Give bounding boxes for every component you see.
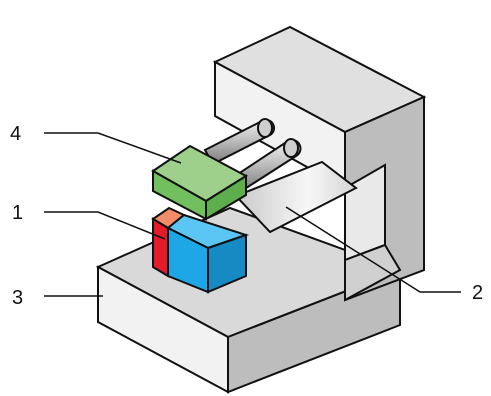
guide-rods [203,118,302,194]
leader-lines [44,132,461,297]
blue-block [166,213,250,294]
leader-line-1 [44,211,166,240]
rod-end-lower [283,138,299,158]
rod-end-upper [257,118,273,138]
red-block-front [152,217,169,278]
leader-line-4 [44,132,182,164]
green-block-side [205,174,247,221]
callout-label-1: 1 [12,202,23,224]
base-right-face [227,268,401,394]
callout-label-3: 3 [12,287,23,309]
red-block [151,206,186,278]
slide-plate [234,160,358,234]
green-block [151,144,248,221]
callout-label-4: 4 [10,123,21,145]
callout-label-2: 2 [472,282,483,304]
frame-lower-front-face [344,243,402,302]
leader-line-2 [285,206,461,293]
blue-block-side [207,233,247,294]
